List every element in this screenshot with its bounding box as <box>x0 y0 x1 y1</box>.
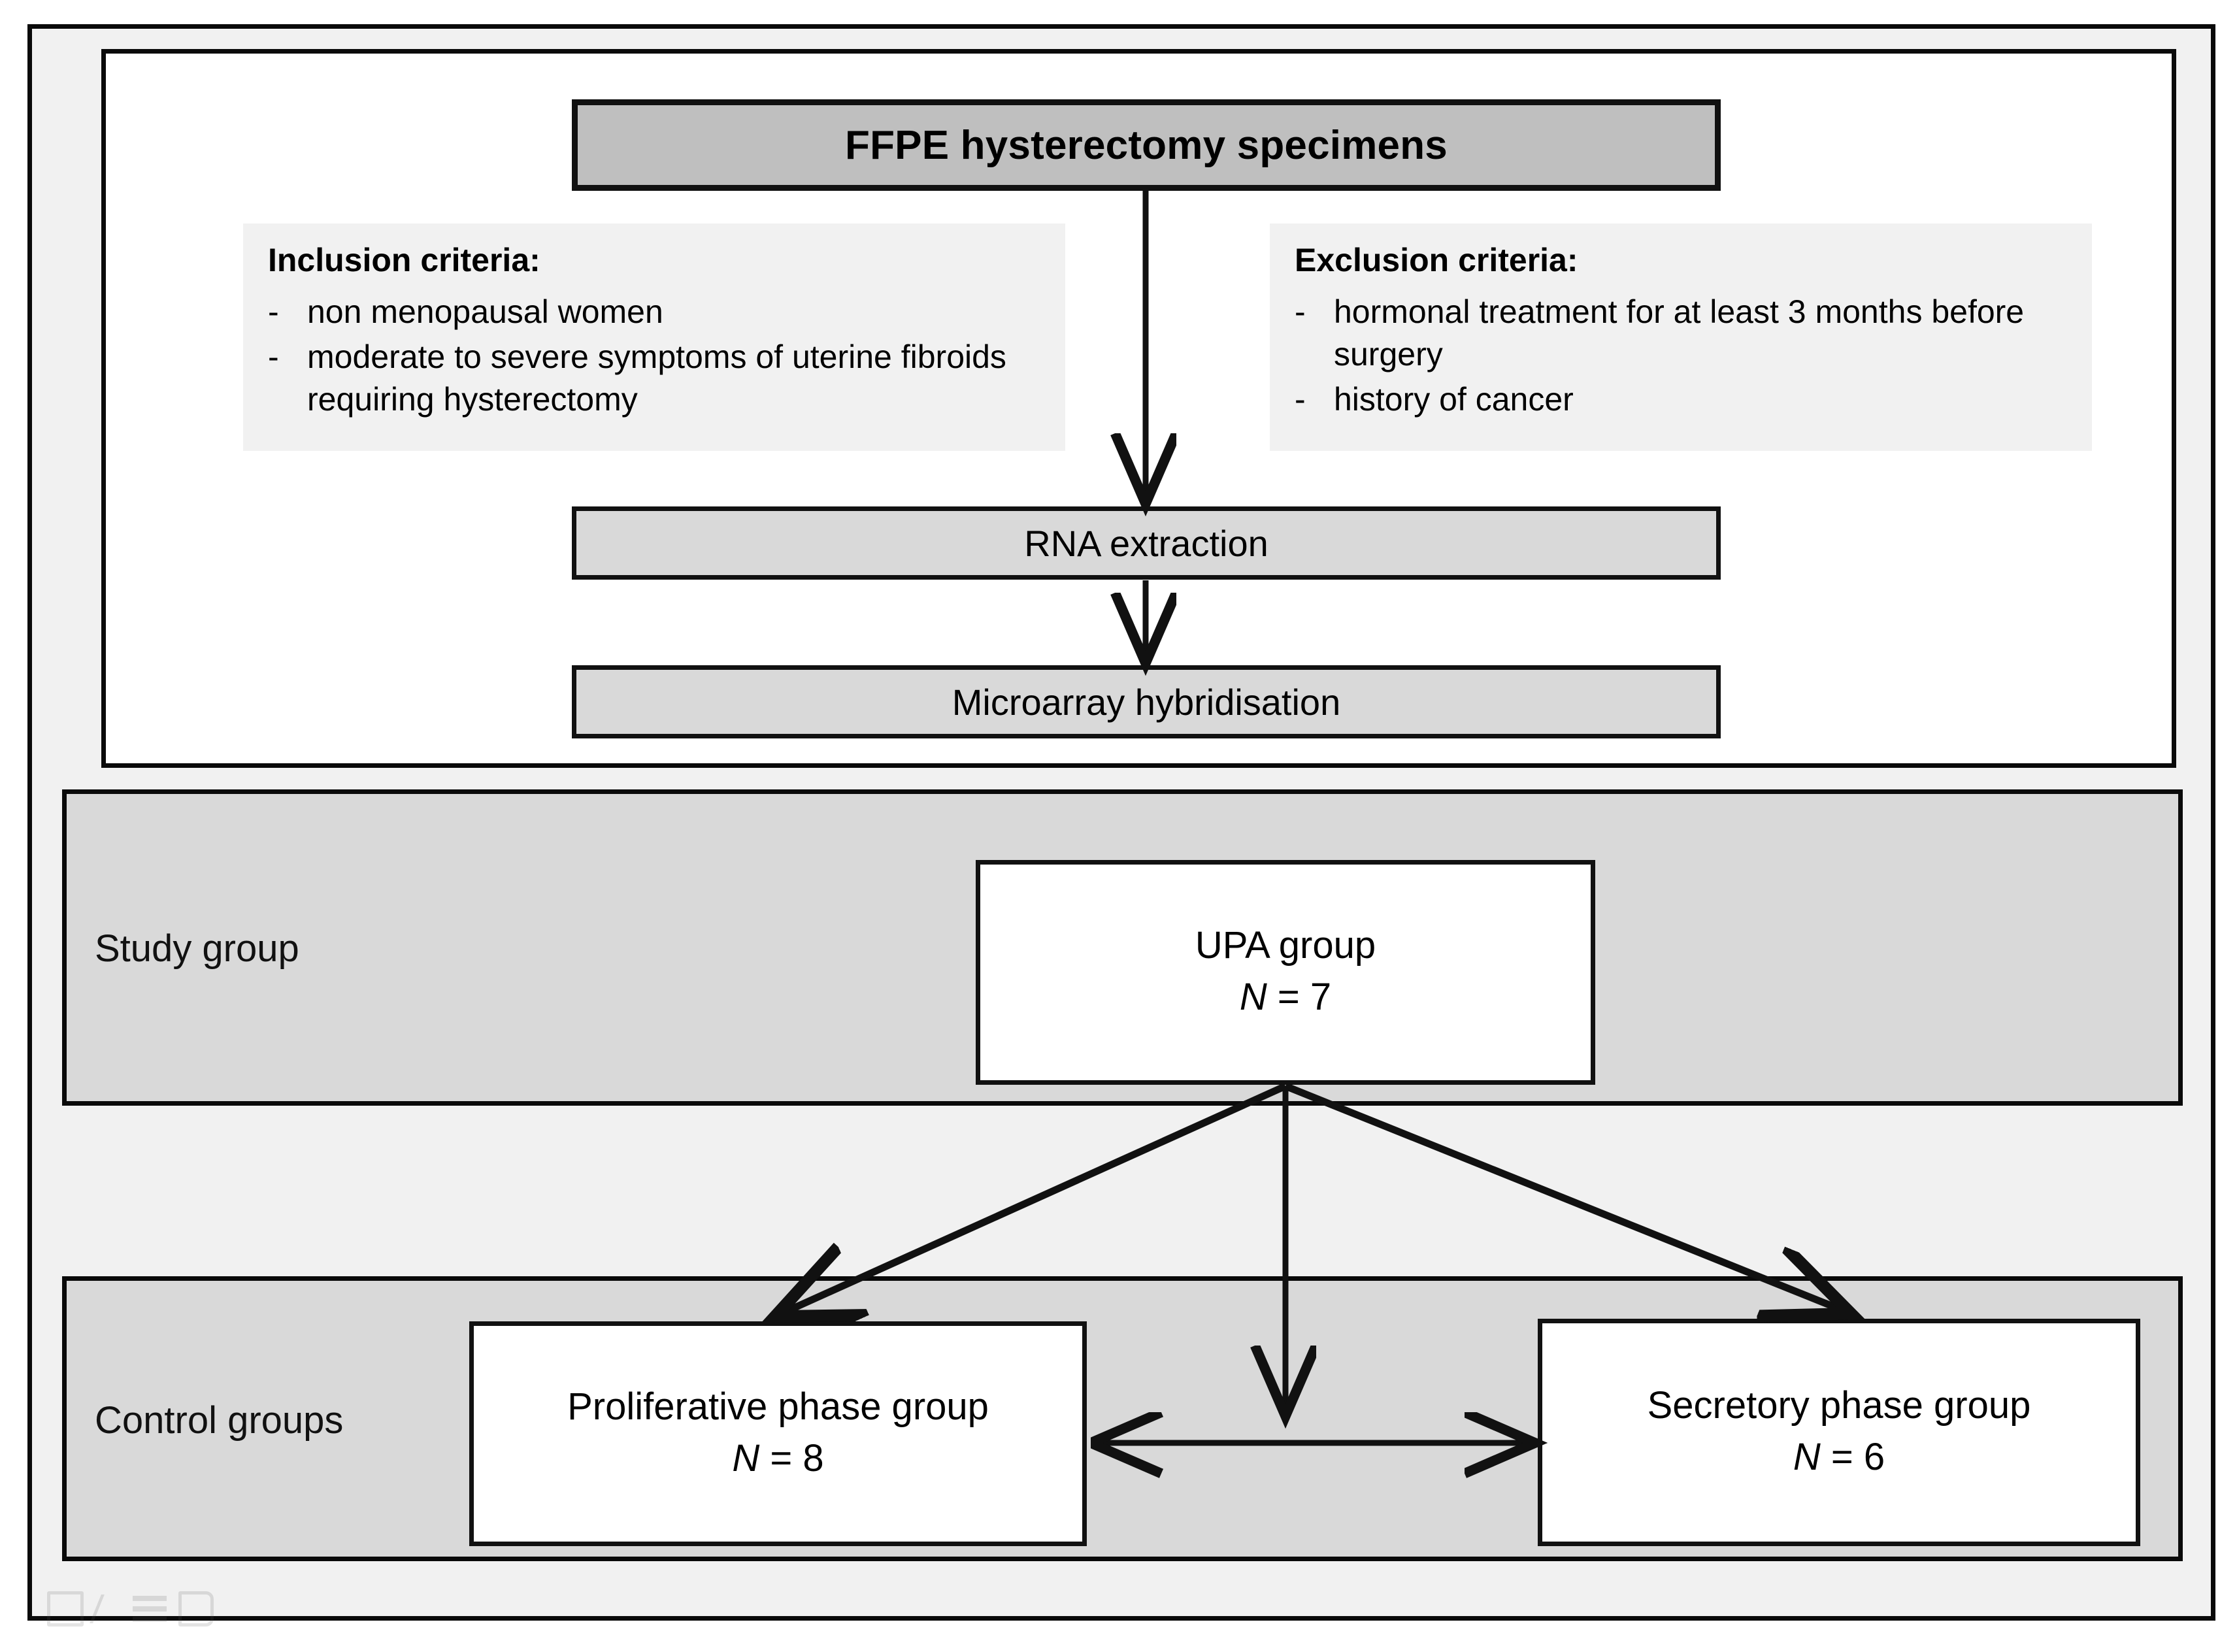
watermark-glyph-icon <box>90 1594 127 1623</box>
inclusion-criteria-item: moderate to severe symptoms of uterine f… <box>307 339 1006 418</box>
bullet-dash-icon: - <box>1295 293 1306 330</box>
secretory-phase-group-box: Secretory phase group N = 6 <box>1538 1319 2140 1546</box>
bullet-dash-icon: - <box>268 293 279 330</box>
secretory-phase-sample-size: N = 6 <box>1793 1435 1885 1479</box>
watermark-glyph-icon <box>133 1596 167 1622</box>
inclusion-criteria-title: Inclusion criteria: <box>268 242 540 278</box>
proliferative-phase-group-box: Proliferative phase group N = 8 <box>469 1321 1087 1546</box>
ffpe-specimens-box: FFPE hysterectomy specimens <box>572 99 1721 191</box>
exclusion-criteria-item: hormonal treatment for at least 3 months… <box>1334 293 2025 372</box>
bullet-dash-icon: - <box>1295 381 1306 418</box>
watermark-glyph-icon <box>178 1591 214 1627</box>
n-symbol: N <box>1793 1436 1821 1479</box>
watermark-glyph-icon <box>47 1591 84 1627</box>
list-item: - non menopausal women <box>263 291 1046 333</box>
rna-extraction-label: RNA extraction <box>1024 522 1268 564</box>
inclusion-criteria-list: - non menopausal women - moderate to sev… <box>263 291 1046 421</box>
inclusion-criteria-panel: Inclusion criteria: - non menopausal wom… <box>243 223 1065 451</box>
list-item: - hormonal treatment for at least 3 mont… <box>1289 291 2072 376</box>
rna-extraction-box: RNA extraction <box>572 506 1721 580</box>
exclusion-criteria-panel: Exclusion criteria: - hormonal treatment… <box>1270 223 2092 451</box>
upa-group-name: UPA group <box>1195 924 1376 967</box>
n-value-text: = 7 <box>1267 976 1332 1019</box>
proliferative-phase-sample-size: N = 8 <box>732 1436 823 1481</box>
upa-group-box: UPA group N = 7 <box>976 860 1595 1085</box>
secretory-phase-group-name: Secretory phase group <box>1647 1384 2031 1427</box>
exclusion-criteria-title: Exclusion criteria: <box>1295 242 1578 278</box>
microarray-hybridisation-box: Microarray hybridisation <box>572 665 1721 738</box>
inclusion-criteria-item: non menopausal women <box>307 293 663 330</box>
control-groups-band-label: Control groups <box>95 1399 344 1442</box>
study-group-band-label: Study group <box>95 927 299 970</box>
ffpe-specimens-label: FFPE hysterectomy specimens <box>845 122 1448 168</box>
proliferative-phase-group-name: Proliferative phase group <box>567 1385 989 1429</box>
watermark-artifact <box>47 1591 237 1627</box>
n-value-text: = 6 <box>1820 1436 1885 1479</box>
n-symbol: N <box>732 1437 760 1480</box>
list-item: - moderate to severe symptoms of uterine… <box>263 336 1046 421</box>
upa-group-sample-size: N = 7 <box>1240 975 1331 1019</box>
list-item: - history of cancer <box>1289 378 2072 421</box>
bullet-dash-icon: - <box>268 339 279 375</box>
exclusion-criteria-list: - hormonal treatment for at least 3 mont… <box>1289 291 2072 421</box>
exclusion-criteria-item: history of cancer <box>1334 381 1574 418</box>
n-symbol: N <box>1239 976 1267 1019</box>
microarray-hybridisation-label: Microarray hybridisation <box>952 681 1341 723</box>
n-value-text: = 8 <box>759 1437 824 1480</box>
